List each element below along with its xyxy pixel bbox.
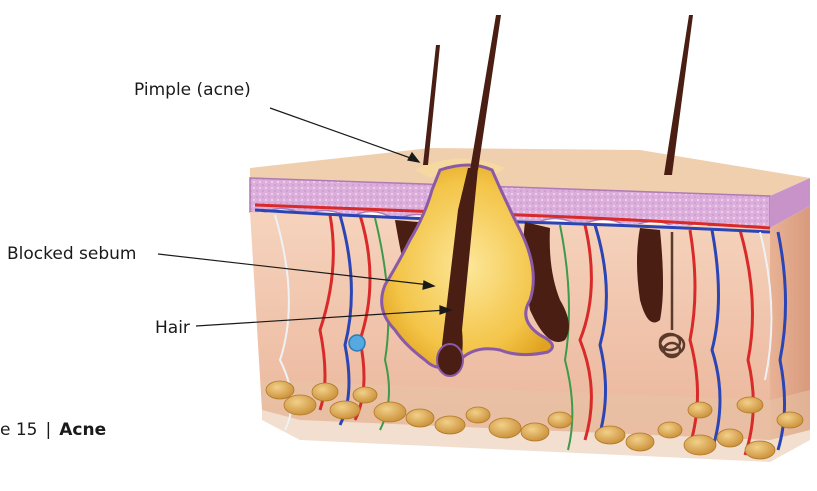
figure-caption: e 15|Acne — [0, 420, 106, 440]
label-hair: Hair — [155, 318, 190, 338]
label-pimple: Pimple (acne) — [134, 80, 251, 100]
caption-prefix: e 15 — [0, 420, 38, 440]
label-blocked-sebum: Blocked sebum — [7, 244, 136, 264]
hair-bulb — [437, 344, 463, 376]
caption-topic: Acne — [59, 420, 106, 440]
nerve-ending — [349, 335, 365, 351]
caption-separator: | — [38, 420, 60, 440]
